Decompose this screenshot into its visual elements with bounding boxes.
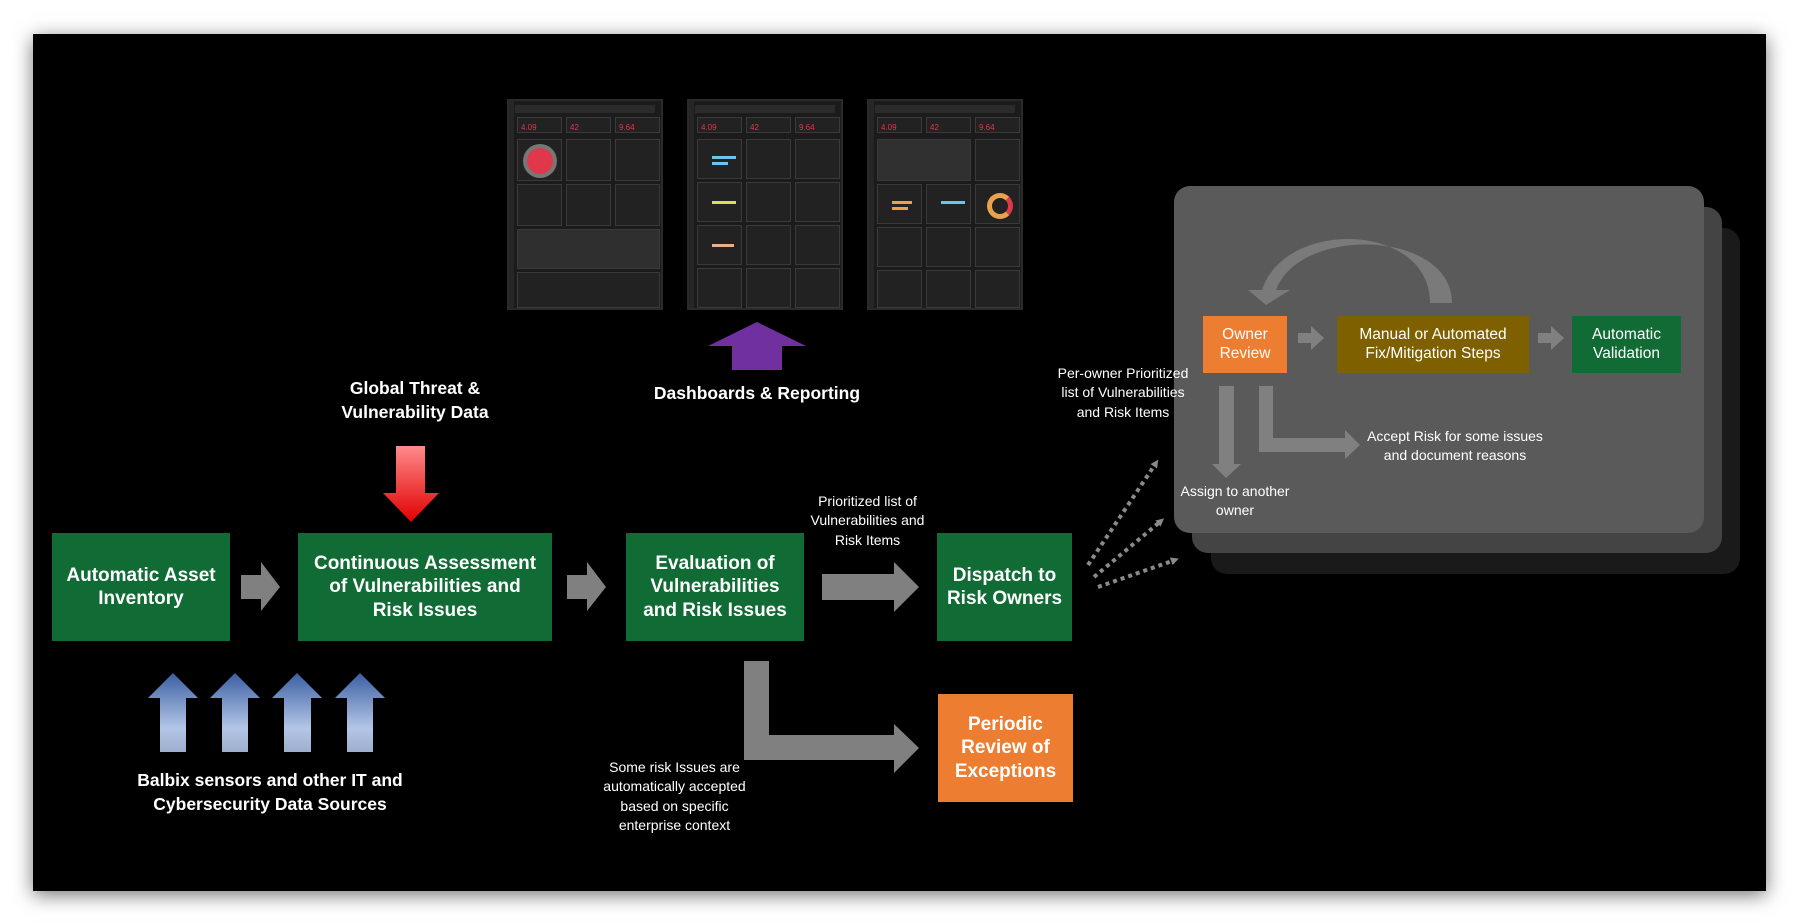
table-tile bbox=[517, 272, 660, 308]
thumbnail-sidebar bbox=[509, 101, 514, 308]
gauge-tile bbox=[746, 268, 791, 308]
kpi-value: 9.64 bbox=[619, 123, 635, 132]
kpi-tile: 9.64 bbox=[975, 117, 1020, 133]
fix-steps-label: Manual or Automated Fix/Mitigation Steps bbox=[1359, 325, 1507, 362]
donut-chart-icon bbox=[987, 193, 1013, 219]
evaluation-label: Evaluation of Vulnerabilities and Risk I… bbox=[643, 553, 787, 621]
map-tile bbox=[877, 139, 971, 181]
line-chart-tile bbox=[746, 139, 791, 179]
asset-inventory-box: Automatic Asset Inventory bbox=[52, 533, 230, 641]
kpi-value: 9.64 bbox=[799, 123, 815, 132]
thumbnail-sidebar bbox=[869, 101, 874, 308]
line-chart-tile bbox=[746, 182, 791, 222]
bar-chart-tile bbox=[877, 227, 922, 267]
kpi-tile: 9.64 bbox=[615, 117, 660, 133]
thumbnail-header bbox=[515, 105, 655, 113]
fix-steps-box: Manual or Automated Fix/Mitigation Steps bbox=[1337, 316, 1529, 373]
kpi-value: 4.09 bbox=[701, 123, 717, 132]
evaluation-box: Evaluation of Vulnerabilities and Risk I… bbox=[626, 533, 804, 641]
bar-mark bbox=[712, 201, 736, 204]
threat-data-label: Global Threat & Vulnerability Data bbox=[341, 378, 489, 423]
kpi-value: 42 bbox=[930, 123, 939, 132]
bar-mark bbox=[892, 207, 908, 210]
donut-tile bbox=[975, 184, 1020, 224]
bar-chart-tile bbox=[975, 270, 1020, 308]
validation-box: Automatic Validation bbox=[1572, 316, 1681, 373]
thumbnail-header bbox=[695, 105, 835, 113]
line-chart-tile bbox=[746, 225, 791, 265]
per-owner-list-label: Per-owner Prioritized list of Vulnerabil… bbox=[1057, 365, 1189, 420]
bar-mark bbox=[892, 201, 912, 204]
bar-chart-tile bbox=[877, 184, 922, 224]
kpi-value: 42 bbox=[570, 123, 579, 132]
auto-accepted-label: Some risk Issues are automatically accep… bbox=[603, 759, 746, 833]
kpi-tile: 9.64 bbox=[795, 117, 840, 133]
line-chart-tile bbox=[517, 184, 562, 226]
line-chart-tile bbox=[615, 184, 660, 226]
table-tile bbox=[697, 268, 742, 308]
thumbnail-header bbox=[875, 105, 1015, 113]
map-tile bbox=[517, 229, 660, 269]
owner-review-label: Owner Review bbox=[1219, 325, 1271, 362]
dashboard-thumbnail-risk: 4.09 42 9.64 bbox=[507, 99, 663, 310]
dashboard-thumbnail-map: 4.09 42 9.64 bbox=[867, 99, 1023, 310]
gauge-tile bbox=[615, 139, 660, 181]
thumbnail-sidebar bbox=[689, 101, 694, 308]
kpi-tile: 4.09 bbox=[517, 117, 562, 133]
kpi-value: 4.09 bbox=[521, 123, 537, 132]
bar-chart-tile bbox=[697, 225, 742, 265]
periodic-review-box: Periodic Review of Exceptions bbox=[938, 694, 1073, 802]
line-chart-tile bbox=[795, 225, 840, 265]
bar-mark bbox=[712, 162, 728, 165]
bar-chart-tile bbox=[697, 139, 742, 179]
list-tile bbox=[975, 227, 1020, 267]
reassign-label: Assign to another owner bbox=[1180, 483, 1290, 519]
kpi-tile: 4.09 bbox=[697, 117, 742, 133]
kpi-tile: 42 bbox=[926, 117, 971, 133]
accept-risk-label: Accept Risk for some issues and document… bbox=[1367, 428, 1543, 464]
donut-tile bbox=[517, 139, 562, 181]
bar-chart-tile bbox=[926, 270, 971, 308]
kpi-value: 42 bbox=[750, 123, 759, 132]
bar-chart-tile bbox=[926, 184, 971, 224]
list-tile bbox=[975, 139, 1020, 181]
data-sources-label: Balbix sensors and other IT and Cybersec… bbox=[137, 770, 403, 815]
dispatch-box: Dispatch to Risk Owners bbox=[937, 533, 1072, 641]
line-chart-tile bbox=[795, 182, 840, 222]
kpi-tile: 4.09 bbox=[877, 117, 922, 133]
bar-chart-tile bbox=[877, 270, 922, 308]
validation-label: Automatic Validation bbox=[1592, 325, 1661, 362]
line-chart-tile bbox=[566, 184, 611, 226]
bar-mark bbox=[712, 156, 736, 159]
dashboards-label: Dashboards & Reporting bbox=[653, 383, 861, 403]
asset-inventory-label: Automatic Asset Inventory bbox=[66, 564, 216, 609]
continuous-assessment-label: Continuous Assessment of Vulnerabilities… bbox=[313, 553, 537, 621]
kpi-tile: 42 bbox=[746, 117, 791, 133]
kpi-tile: 42 bbox=[566, 117, 611, 133]
bar-chart-tile bbox=[926, 227, 971, 267]
line-chart-tile bbox=[795, 139, 840, 179]
donut-chart-icon bbox=[527, 148, 553, 174]
bar-mark bbox=[941, 201, 965, 204]
continuous-assessment-box: Continuous Assessment of Vulnerabilities… bbox=[298, 533, 552, 641]
kpi-value: 9.64 bbox=[979, 123, 995, 132]
prioritized-list-label: Prioritized list of Vulnerabilities and … bbox=[810, 493, 925, 548]
kpi-value: 4.09 bbox=[881, 123, 897, 132]
dashboard-thumbnail-trends: 4.09 42 9.64 bbox=[687, 99, 843, 310]
dispatch-label: Dispatch to Risk Owners bbox=[946, 564, 1063, 609]
bar-chart-tile bbox=[697, 182, 742, 222]
list-tile bbox=[795, 268, 840, 308]
list-tile bbox=[566, 139, 611, 181]
periodic-review-label: Periodic Review of Exceptions bbox=[954, 714, 1057, 782]
bar-mark bbox=[712, 244, 734, 247]
owner-review-box: Owner Review bbox=[1203, 316, 1287, 373]
